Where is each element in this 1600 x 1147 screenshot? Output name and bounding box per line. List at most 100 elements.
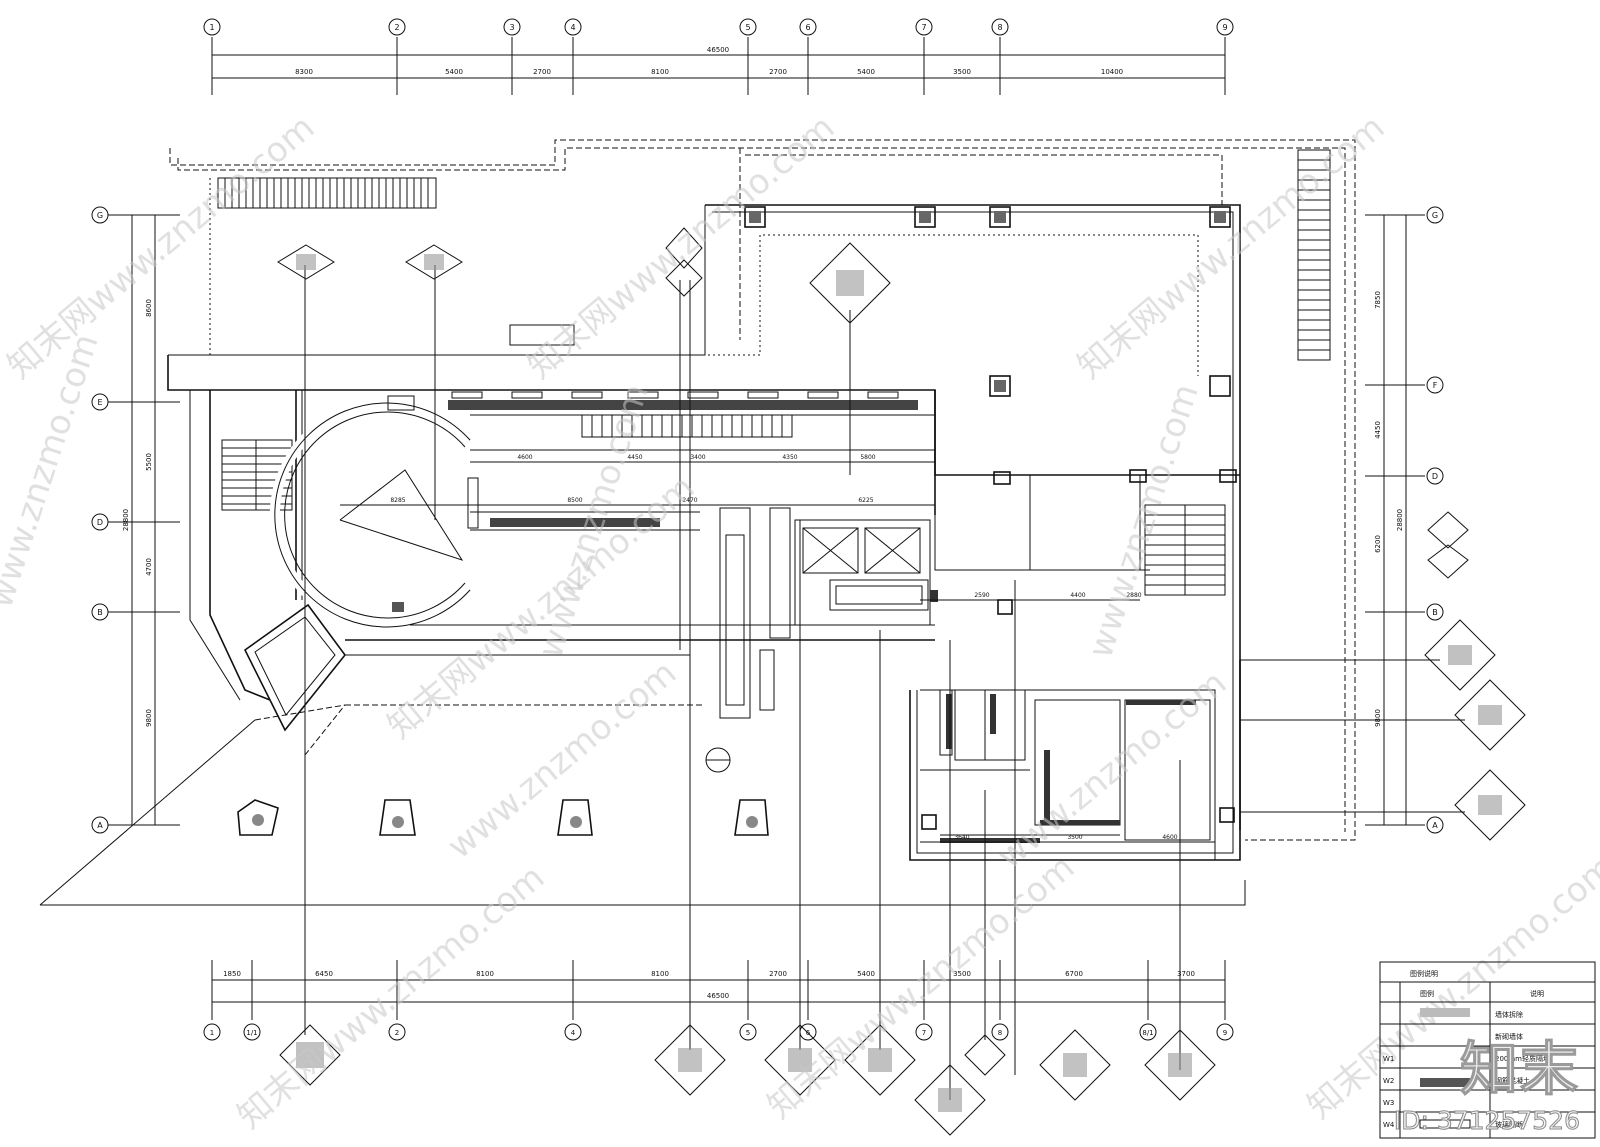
dimension-text: 4350 [782, 454, 797, 461]
axis-label: 8 [998, 1029, 1002, 1037]
dimension-text: 8285 [390, 497, 405, 504]
dimension-span: 9800 [1374, 709, 1382, 727]
axis-label: 8/1 [1142, 1029, 1153, 1037]
dimension-text: 3400 [690, 454, 705, 461]
axis-label: B [1432, 608, 1438, 617]
watermark-text: 知末网www.znzmo.com [230, 857, 552, 1136]
dimension-text: 6225 [858, 497, 873, 504]
dimension-total: 28800 [122, 509, 130, 531]
legend-swatch [1419, 1119, 1471, 1129]
dimension-total: 28800 [1396, 509, 1404, 531]
dimension-text: 8500 [567, 497, 582, 504]
roof-terrace-outline [169, 139, 1356, 841]
legend-desc: 墙体拆除 [1495, 1010, 1523, 1019]
axis-label: 8 [997, 23, 1002, 32]
axis-label: 5 [746, 1029, 750, 1037]
watermark-text: www.znzmo.com [1081, 379, 1207, 663]
dimension-span: 8100 [651, 970, 669, 978]
dimension-span: 10400 [1101, 68, 1123, 76]
dimension-text: 5800 [860, 454, 875, 461]
index-marker [665, 227, 703, 269]
axis-label: 7 [922, 1029, 926, 1037]
dimension-span: 9800 [145, 709, 153, 727]
dimension-span: 8100 [476, 970, 494, 978]
dimension-text: 4600 [1162, 834, 1177, 841]
axis-label: E [97, 398, 102, 407]
axis-label: 6 [805, 23, 810, 32]
building-walls [39, 204, 1246, 906]
legend-swatch [1420, 1078, 1470, 1087]
index-marker [1144, 1029, 1216, 1101]
axis-label: A [97, 821, 103, 830]
dimension-span: 7850 [1374, 291, 1382, 309]
axis-bubble [203, 18, 221, 36]
top-axis: 1 2 3 4 5 6 7 8 9 46500 8300 5400 2700 8… [203, 18, 1234, 95]
dimension-span: 6450 [315, 970, 333, 978]
axis-label: B [97, 608, 103, 617]
dimension-total: 46500 [707, 46, 729, 54]
dimension-span: 6200 [1374, 535, 1382, 553]
columns [237, 206, 1237, 836]
index-marker [1039, 1029, 1111, 1101]
dimension-text: 2590 [974, 592, 989, 599]
legend-desc: 200mm轻质隔墙 [1495, 1054, 1550, 1063]
index-marker [654, 1024, 726, 1096]
axis-label: F [1433, 381, 1438, 390]
dimension-span: 5400 [857, 68, 875, 76]
dimension-span: 8100 [651, 68, 669, 76]
left-axis: G E D B A 28800 8600 5500 4700 9800 [91, 206, 180, 834]
axis-label: D [97, 518, 103, 527]
legend-desc: 新砌墙体 [1495, 1032, 1523, 1041]
index-leaders [304, 265, 1465, 1100]
axis-label: G [97, 211, 103, 220]
index-marker [1427, 544, 1469, 579]
dimension-span: 8300 [295, 68, 313, 76]
canopy-outline [254, 704, 705, 756]
index-marker [277, 244, 335, 280]
dimension-total: 46500 [707, 992, 729, 1000]
dimension-span: 1850 [223, 970, 241, 978]
circular-atrium [269, 395, 479, 632]
legend-code: W1 [1383, 1055, 1394, 1063]
dimension-span: 2700 [533, 68, 551, 76]
axis-label: G [1432, 211, 1438, 220]
corridor [345, 391, 935, 656]
right-axis: G F D B A 28800 7850 4450 6200 9800 [1365, 206, 1444, 834]
legend-code: W3 [1383, 1099, 1394, 1107]
index-marker [964, 1034, 1006, 1076]
dimension-text: 4450 [627, 454, 642, 461]
bottom-axis: 1 1/1 2 4 5 6 7 8 8/1 9 46500 1850 6450 … [203, 960, 1234, 1041]
dimension-span: 2700 [769, 68, 787, 76]
dimension-span: 2700 [769, 970, 787, 978]
legend-title: 图例说明 [1410, 969, 1438, 978]
dimension-text: 4400 [1070, 592, 1085, 599]
wall-fills [930, 590, 1196, 843]
index-marker [764, 1024, 836, 1096]
dimension-span: 5400 [857, 970, 875, 978]
axis-label: 2 [395, 1029, 399, 1037]
dimension-text: 3500 [1067, 834, 1082, 841]
legend-swatch [1420, 1008, 1470, 1017]
watermark-text: 知末网www.znzmo.com [0, 107, 322, 386]
elevation-index-markers [277, 227, 1526, 1136]
axis-label: 4 [571, 1029, 576, 1037]
interior-dimensions: 4600 4450 3400 4350 5800 8285 8500 2470 … [340, 454, 1215, 843]
dimension-span: 3500 [953, 970, 971, 978]
dimension-text: 2880 [1126, 592, 1141, 599]
legend-header: 图例 [1420, 989, 1434, 998]
dimension-span: 5500 [145, 453, 153, 471]
watermark-stamp: 知末 ID: 371257526 [1393, 1022, 1580, 1135]
dimension-span: 4700 [145, 558, 153, 576]
index-marker [279, 1024, 341, 1086]
legend-header: 说明 [1530, 989, 1544, 998]
axis-label: 1 [209, 23, 214, 32]
dimension-span: 8600 [145, 299, 153, 317]
index-marker [844, 1024, 916, 1096]
axis-label: 7 [921, 23, 926, 32]
axis-label: 1 [210, 1029, 214, 1037]
axis-label: 2 [394, 23, 399, 32]
axis-label: 3 [509, 23, 514, 32]
index-marker [405, 244, 463, 280]
axis-label: 1/1 [246, 1029, 257, 1037]
axis-label: D [1432, 472, 1438, 481]
